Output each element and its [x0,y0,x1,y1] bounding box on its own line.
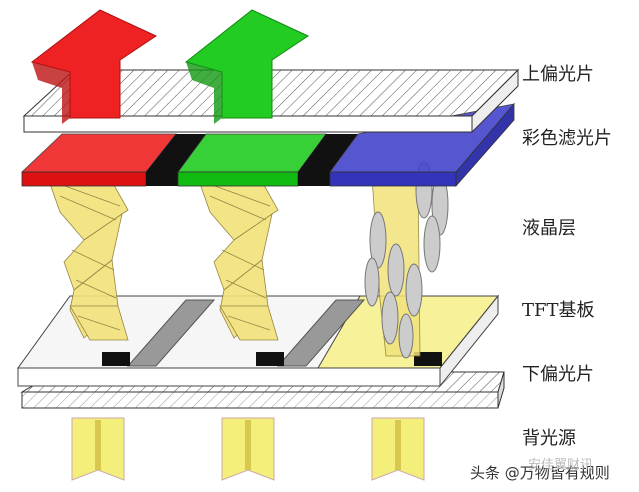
label-upper-polarizer: 上偏光片 [522,64,594,85]
label-backlight: 背光源 [522,428,576,449]
watermark-text: 头条 @万物皆有规则 [470,464,610,482]
label-color-filter: 彩色滤光片 [522,128,612,149]
backlight-beams [71,417,425,481]
tft-switch-1 [102,352,130,366]
label-lower-polarizer: 下偏光片 [522,364,594,385]
watermark: 安佳翼财讯 头条 @万物皆有规则 [470,458,610,483]
red-light-arrow [30,9,158,124]
green-light-arrow [184,9,310,124]
liquid-crystal-twist-1 [47,177,129,341]
label-liquid-crystal: 液晶层 [522,218,576,239]
electrode-2 [276,299,366,367]
tft-switch-2 [256,352,284,366]
tft-switch-3 [414,352,442,366]
watermark-ghost-text: 安佳翼财讯 [528,458,594,473]
liquid-crystal-twist-2 [197,177,279,341]
electrode-1 [126,299,216,367]
label-tft-substrate: TFT基板 [522,300,595,321]
